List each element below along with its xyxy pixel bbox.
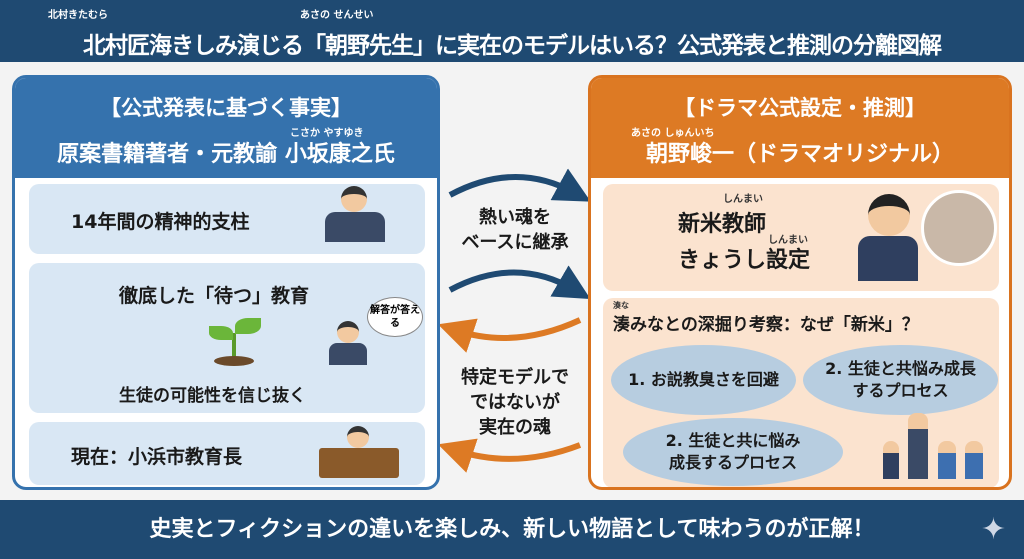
teacher-students-illustration — [319, 186, 385, 242]
header-bar: 北村きたむら あさの せんせい 北村匠海きしみ演じる「朝野先生」に実在のモデルは… — [0, 0, 1024, 62]
arrow-right-second — [448, 265, 590, 300]
ruby-kosaka: こさか やすゆき — [290, 128, 364, 139]
arrow-left-third — [440, 317, 582, 353]
official-panel-header: 【公式発表に基づく事実】 こさか やすゆき原案書籍著者・元教諭 小坂康之氏 — [15, 78, 437, 178]
ruby-shinmai: しんまい — [723, 194, 763, 205]
new-teacher-card: しんまい 新米教師 しんまい きょうし設定 — [603, 184, 999, 291]
fact-text: 徹底した「待つ」教育 — [119, 285, 310, 307]
inheritance-label: 熱い魂をベースに継承 — [445, 205, 585, 255]
fact-card-current: 現在：小浜市教育長 — [29, 422, 425, 485]
ruby-kitamura: 北村きたむら — [48, 10, 108, 21]
official-facts-panel: 【公式発表に基づく事実】 こさか やすゆき原案書籍著者・元教諭 小坂康之氏 14… — [12, 75, 440, 490]
fact-text: 14年間の精神的支柱 — [71, 211, 250, 233]
official-heading: 【公式発表に基づく事実】 — [100, 96, 352, 120]
footer-text: 史実とフィクションの違いを楽しみ、新しい物語として味わうのが正解！ — [149, 517, 875, 542]
arrow-left-bottom — [440, 438, 582, 473]
drama-panel-header: 【ドラマ公式設定・推測】 あさの しゅんいち朝野峻一（ドラマオリジナル） — [591, 78, 1009, 178]
mid-line: 熱い魂を — [479, 207, 551, 228]
page-title: 北村匠海きしみ演じる「朝野先生」に実在のモデルはいる？公式発表と推測の分離図解 — [83, 33, 942, 59]
thought-bubble: 解答が答える — [367, 297, 423, 337]
desk-illustration — [319, 426, 399, 478]
new-teacher-illustration — [858, 194, 918, 281]
ruby-shinmai: しんまい — [768, 235, 808, 246]
ruby-asano-shunichi: あさの しゅんいち — [631, 128, 715, 139]
discussion-card: 湊な 湊みなとの深掘り考察：なぜ「新米」？ 1. お説教臭さを回避 2. 生徒と… — [603, 298, 999, 487]
point-ellipse: 2. 生徒と共に悩み成長するプロセス — [623, 418, 843, 486]
teacher-illustration — [329, 321, 367, 365]
mid-line: 実在の魂 — [479, 417, 551, 438]
author-subtitle: 原案書籍著者・元教諭 小坂康之氏 — [57, 142, 395, 167]
fact-card-waiting: 徹底した「待つ」教育 解答が答える 生徒の可能性を信じ抜く — [29, 263, 425, 413]
actor-portrait — [921, 190, 997, 266]
sprout-icon — [209, 318, 261, 368]
point-ellipse: 2. 生徒と共悩み成長するプロセス — [803, 345, 998, 415]
fact-text: 現在：小浜市教育長 — [71, 446, 243, 468]
footer-banner: 史実とフィクションの違いを楽しみ、新しい物語として味わうのが正解！ ✦ — [0, 500, 1024, 559]
flow-arrows — [440, 168, 590, 473]
teacher-line: 新米教師 — [678, 212, 767, 237]
mid-line: ではないが — [470, 392, 560, 413]
teacher-with-students-illustration — [883, 413, 993, 483]
character-subtitle: 朝野峻一（ドラマオリジナル） — [645, 142, 954, 167]
ruby-asano: あさの せんせい — [300, 10, 374, 21]
point-ellipse: 1. お説教臭さを回避 — [611, 345, 796, 415]
teacher-line: きょうし設定 — [678, 248, 811, 273]
discussion-title: 湊みなとの深掘り考察：なぜ「新米」？ — [613, 315, 919, 335]
drama-setting-panel: 【ドラマ公式設定・推測】 あさの しゅんいち朝野峻一（ドラマオリジナル） しんま… — [588, 75, 1012, 490]
mid-line: 特定モデルで — [461, 367, 569, 388]
drama-heading: 【ドラマ公式設定・推測】 — [674, 96, 926, 120]
sparkle-icon: ✦ — [980, 512, 1006, 547]
not-model-label: 特定モデルでではないが実在の魂 — [445, 365, 585, 440]
arrow-right-top — [448, 168, 590, 202]
fact-text: 生徒の可能性を信じ抜く — [119, 386, 306, 406]
fact-card-pillar: 14年間の精神的支柱 — [29, 184, 425, 254]
ruby-minato: 湊な — [613, 301, 629, 310]
mid-line: ベースに継承 — [461, 232, 569, 253]
